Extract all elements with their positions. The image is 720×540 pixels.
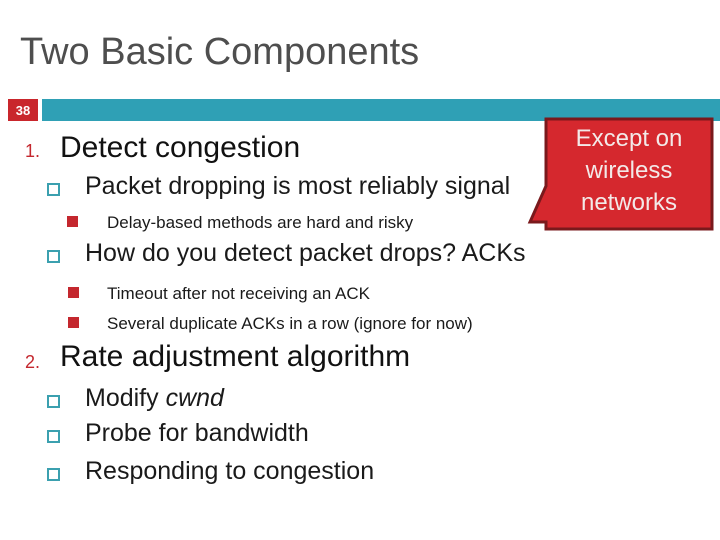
cwnd-variable: cwnd [165,384,224,412]
callout-line-1: Except on [575,125,683,152]
page-number: 38 [15,102,31,118]
bullet-open-square-icon [47,183,60,196]
bullet-open-square-icon [47,250,60,263]
callout-bubble: Except on wireless networks [525,112,720,238]
bullet-open-square-icon [47,468,60,481]
bullet-item-duplicate-acks: Several duplicate ACKs in a row (ignore … [107,314,473,333]
slide-title: Two Basic Components [20,31,420,73]
outline-heading-1: Detect congestion [60,131,301,164]
bullet-open-square-icon [47,430,60,443]
bullet-filled-square-icon [68,317,79,328]
bullet-item-delay-based: Delay-based methods are hard and risky [107,213,414,232]
callout-line-2: wireless [585,157,673,184]
outline-number-2: 2. [25,352,41,372]
bullet-item-probe-bandwidth: Probe for bandwidth [85,419,309,447]
bullet-item-responding-congestion: Responding to congestion [85,457,375,485]
bullet-filled-square-icon [68,287,79,298]
bullet-open-square-icon [47,395,60,408]
modify-label: Modify [85,384,166,412]
bullet-item-timeout: Timeout after not receiving an ACK [107,284,371,303]
callout-line-3: networks [580,189,678,216]
accent-bar [42,99,720,121]
bullet-item-modify-cwnd: Modify cwnd [85,384,224,413]
callout-text: Except on wireless networks [546,123,712,219]
outline-heading-2: Rate adjustment algorithm [60,340,411,373]
page-number-badge: 38 [8,99,38,121]
bullet-filled-square-icon [67,216,78,227]
callout-bubble-shape [527,117,714,231]
bullet-item-detect-drops: How do you detect packet drops? ACKs [85,239,526,267]
bullet-item-packet-dropping: Packet dropping is most reliably signal [85,172,511,200]
outline-number-1: 1. [25,141,41,161]
